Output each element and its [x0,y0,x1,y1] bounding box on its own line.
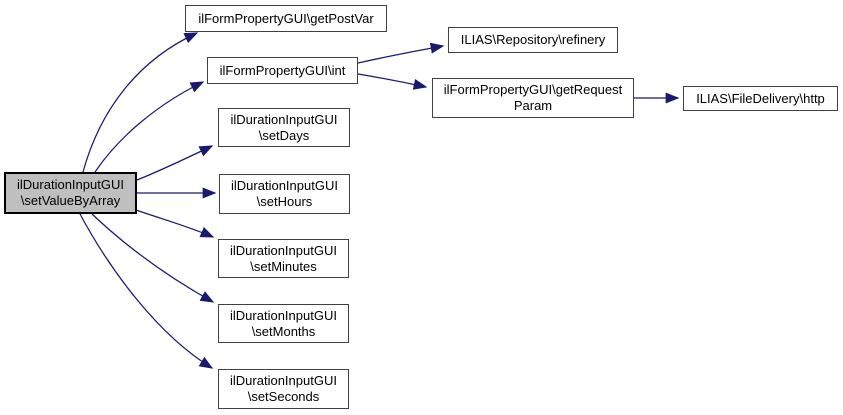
edge-setValueByArray-setDays [136,145,214,181]
edge-setValueByArray-int [94,81,205,173]
graph-node-getRequestParam[interactable]: ilFormPropertyGUI\getRequest Param [432,78,634,118]
edge-setValueByArray-getPostVar [82,32,199,173]
graph-node-int[interactable]: ilFormPropertyGUI\int [207,57,358,84]
graph-node-setMinutes[interactable]: ilDurationInputGUI \setMinutes [218,239,349,278]
graph-node-http[interactable]: ILIAS\FileDelivery\http [683,86,838,111]
edge-int-getRequestParam [357,73,428,90]
graph-node-refinery[interactable]: ILIAS\Repository\refinery [448,27,618,53]
graph-node-setHours[interactable]: ilDurationInputGUI \setHours [219,174,350,214]
edge-setValueByArray-setSeconds [79,213,214,369]
graph-node-setValueByArray: ilDurationInputGUI \setValueByArray [4,172,137,214]
graph-node-getPostVar[interactable]: ilFormPropertyGUI\getPostVar [185,5,387,32]
graph-node-setMonths[interactable]: ilDurationInputGUI \setMonths [218,304,349,343]
edge-setValueByArray-setMinutes [135,209,215,238]
graph-node-setSeconds[interactable]: ilDurationInputGUI \setSeconds [218,369,349,409]
edge-int-refinery [357,42,445,64]
graph-node-setDays[interactable]: ilDurationInputGUI \setDays [218,108,350,147]
edge-setValueByArray-setMonths [91,213,215,303]
